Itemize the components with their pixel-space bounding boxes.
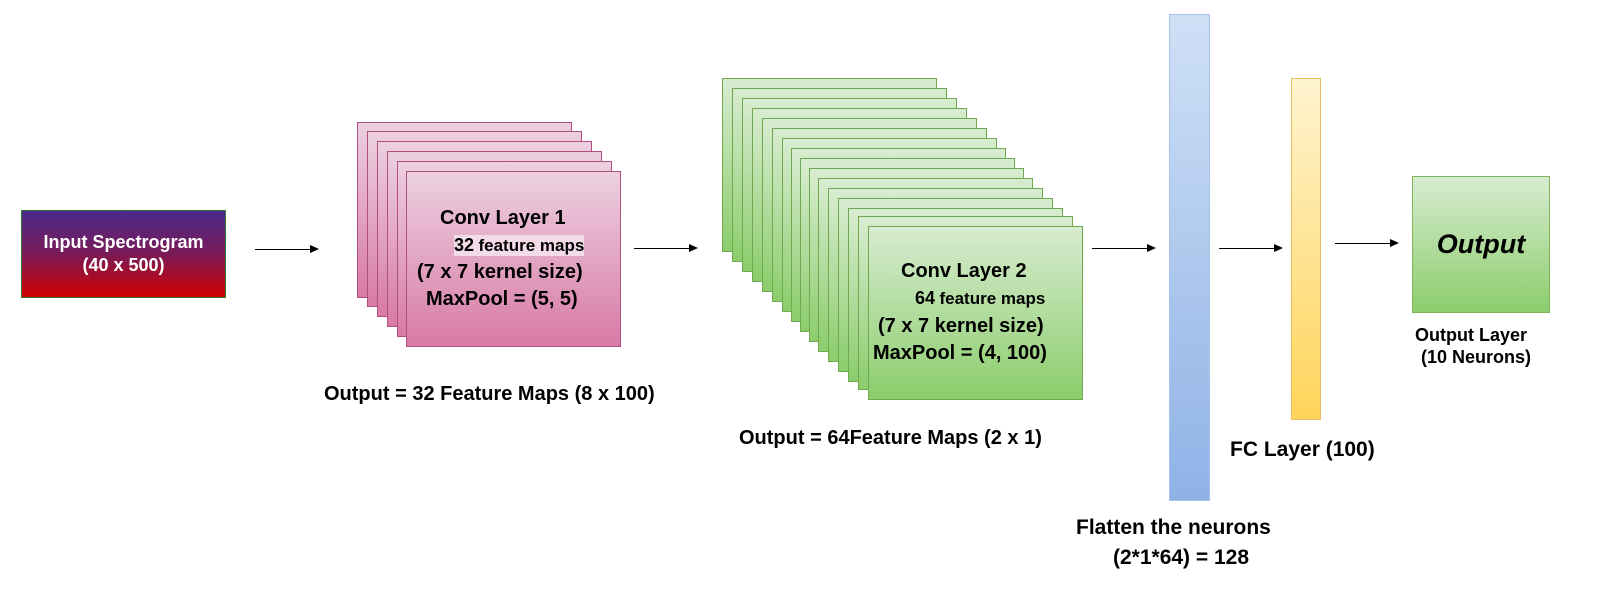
arrow-flatten-to-fc <box>1219 244 1283 252</box>
fc-layer-label: FC Layer (100) <box>1230 438 1375 461</box>
conv1-kernel-label: (7 x 7 kernel size) <box>417 261 583 283</box>
arrow-input-to-conv1 <box>255 245 319 253</box>
conv1-output-label: Output = 32 Feature Maps (8 x 100) <box>324 383 655 405</box>
conv2-output-label: Output = 64Feature Maps (2 x 1) <box>739 427 1042 450</box>
conv2-maps-label: 64 feature maps <box>915 288 1045 309</box>
flatten-count-label: (2*1*64) = 128 <box>1113 546 1250 569</box>
conv1-title: Conv Layer 1 <box>440 207 566 229</box>
conv2-title: Conv Layer 2 <box>901 260 1027 282</box>
flatten-label: Flatten the neurons <box>1076 516 1271 539</box>
input-label: Input Spectrogram <box>43 232 204 252</box>
conv1-pool-label: MaxPool = (5, 5) <box>426 288 578 310</box>
conv2-maps-text: feature maps <box>939 289 1046 308</box>
conv1-maps-number: 32 <box>454 235 475 255</box>
output-neurons-caption: (10 Neurons) <box>1421 347 1532 367</box>
input-size-label: (40 x 500) <box>82 255 165 275</box>
input-spectrogram-box: Input Spectrogram (40 x 500) <box>21 210 226 298</box>
conv2-maps-number: 64 <box>915 288 936 308</box>
conv2-sheet <box>868 226 1083 400</box>
conv1-sheet <box>406 171 621 347</box>
arrow-conv1-to-conv2 <box>634 244 698 252</box>
arrow-conv2-to-flatten <box>1092 244 1156 252</box>
output-layer-caption: Output Layer <box>1415 325 1528 345</box>
conv2-output-prefix: Output = 64 <box>739 427 850 449</box>
arrow-fc-to-output <box>1335 239 1399 247</box>
conv1-maps-label: 32 feature maps <box>454 235 585 256</box>
flatten-layer-bar <box>1169 14 1210 501</box>
fc-layer-bar <box>1291 78 1321 420</box>
conv2-output-suffix: Feature Maps (2 x 1) <box>849 427 1042 449</box>
output-layer-box: Output <box>1412 176 1550 313</box>
conv1-maps-text: feature maps <box>478 236 585 255</box>
output-box-label: Output <box>1436 229 1526 259</box>
conv2-kernel-label: (7 x 7 kernel size) <box>878 315 1044 337</box>
conv2-pool-label: MaxPool = (4, 100) <box>873 342 1047 364</box>
